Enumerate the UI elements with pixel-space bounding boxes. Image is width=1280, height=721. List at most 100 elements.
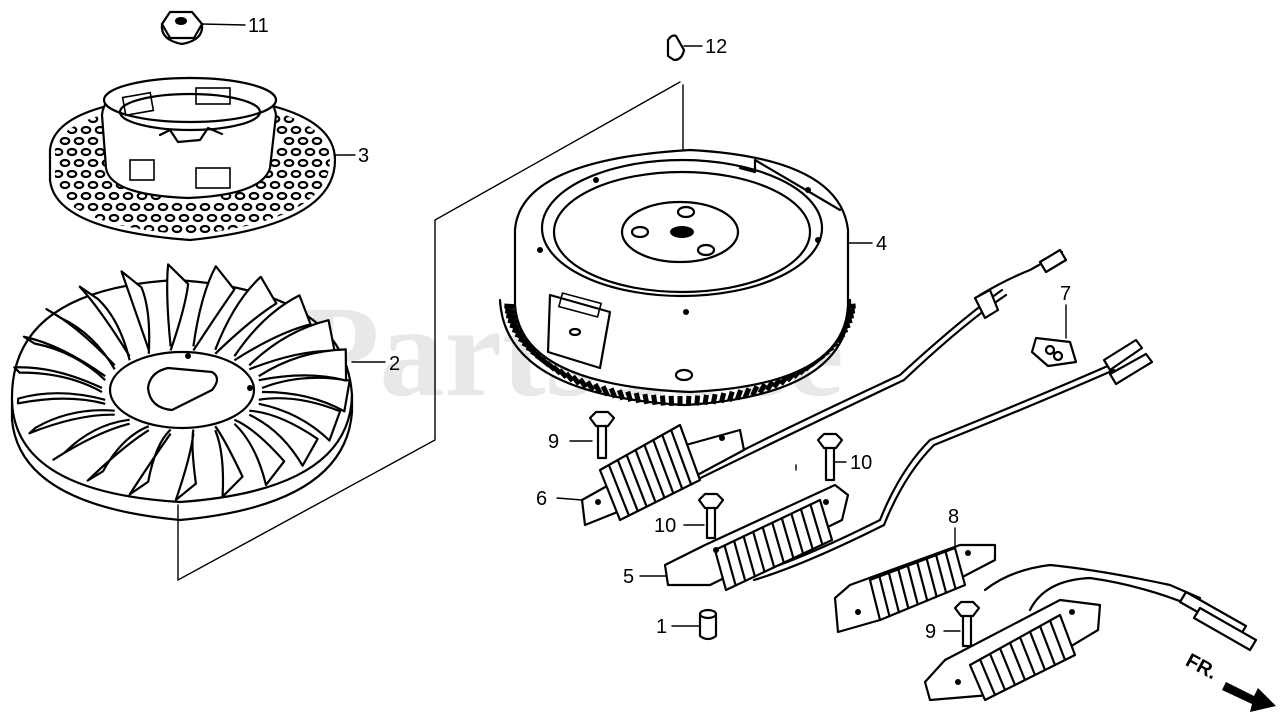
coil-winding xyxy=(1048,619,1067,662)
screen-hole xyxy=(318,147,330,157)
callout-8: 8 xyxy=(948,506,959,528)
gear-tooth xyxy=(600,385,610,397)
starter-pulley-part xyxy=(48,76,337,242)
screen-hole xyxy=(108,191,120,201)
fan-blade xyxy=(248,409,319,467)
screen-hole xyxy=(325,158,330,168)
coil-winding xyxy=(1018,636,1037,677)
screen-hole xyxy=(101,180,113,190)
callout-11: 11 xyxy=(248,15,269,37)
nut-part xyxy=(160,10,204,46)
screen-hole xyxy=(304,125,316,135)
screen-hole xyxy=(55,169,64,179)
coil-winding xyxy=(742,535,757,578)
screen-hole xyxy=(290,125,302,135)
screen-hole xyxy=(108,213,120,223)
coil-winding xyxy=(652,438,675,495)
coil-winding xyxy=(732,539,747,583)
gear-tooth xyxy=(750,385,760,397)
gear-tooth xyxy=(702,394,709,406)
callout-9-upper: 9 xyxy=(548,431,559,453)
screen-hole xyxy=(276,169,288,179)
callout-5: 5 xyxy=(623,566,634,588)
screen-hole xyxy=(290,147,302,157)
screen-hole xyxy=(66,191,78,201)
coil-8-part xyxy=(833,543,997,634)
coil-winding xyxy=(1008,641,1027,682)
fan-blade xyxy=(214,425,244,498)
gear-tooth xyxy=(511,327,523,336)
screen-hole xyxy=(269,180,281,190)
coil-winding xyxy=(988,652,1007,692)
gear-tooth xyxy=(710,393,718,405)
coil-winding xyxy=(809,503,824,546)
gear-tooth xyxy=(564,371,575,383)
coil-winding xyxy=(1038,625,1057,667)
gear-tooth xyxy=(668,395,675,406)
coil-winding xyxy=(761,526,776,569)
screen-hole xyxy=(73,202,85,212)
coil-winding xyxy=(935,554,948,594)
screen-hole xyxy=(206,213,218,223)
coil-winding xyxy=(906,564,919,606)
gear-tooth xyxy=(677,396,683,406)
screen-hole xyxy=(87,180,99,190)
fan-blade xyxy=(233,418,286,487)
callout-10-lower: 10 xyxy=(654,515,676,537)
screen-hole xyxy=(297,180,309,190)
gear-tooth xyxy=(608,387,618,399)
screen-hole xyxy=(59,136,71,146)
callout-7: 7 xyxy=(1060,283,1071,305)
callouts: 11 12 3 4 7 2 9 10 6 10 8 5 1 9 xyxy=(248,15,1071,643)
screen-hole xyxy=(87,136,99,146)
coil-winding xyxy=(799,507,814,551)
fan-blade xyxy=(28,409,115,435)
screen-hole xyxy=(297,158,309,168)
gear-tooth xyxy=(765,380,775,392)
coil-winding xyxy=(998,647,1017,687)
screen-hole xyxy=(59,180,71,190)
coil-winding xyxy=(780,517,795,560)
fan-blade xyxy=(128,428,172,496)
screen-hole xyxy=(73,180,85,190)
bolt-9-upper xyxy=(588,410,616,460)
gear-tooth xyxy=(585,380,595,392)
screen-hole xyxy=(248,191,260,201)
fan-blade xyxy=(120,270,151,354)
screen-hole xyxy=(283,202,295,212)
screen-hole xyxy=(150,213,162,223)
fan-blade xyxy=(258,397,342,442)
callout-2: 2 xyxy=(389,353,400,375)
coil-winding xyxy=(625,453,648,508)
gear-tooth xyxy=(726,390,735,402)
screen-hole xyxy=(80,169,92,179)
bolt-10-upper xyxy=(816,432,844,482)
fan-blade xyxy=(261,376,351,413)
fan-blade xyxy=(13,366,103,393)
gear-tooth xyxy=(504,308,516,315)
screen-hole xyxy=(185,224,197,234)
screen-hole xyxy=(122,213,134,223)
front-arrow-icon xyxy=(1222,682,1276,712)
gear-tooth xyxy=(651,394,658,406)
screen-hole xyxy=(283,180,295,190)
coil-winding xyxy=(670,428,693,486)
screen-hole xyxy=(94,169,106,179)
gear-tooth xyxy=(571,374,582,386)
fan-blade xyxy=(214,275,278,355)
fan-blade xyxy=(22,335,107,381)
fan-blade xyxy=(45,307,116,370)
gear-tooth xyxy=(772,377,782,389)
gear-tooth xyxy=(616,389,626,401)
coil-winding xyxy=(723,544,737,587)
front-label: FR. xyxy=(1182,650,1221,685)
gear-tooth xyxy=(694,395,701,406)
coil-winding xyxy=(916,561,929,602)
fan-blade xyxy=(16,392,106,405)
screen-hole xyxy=(220,213,232,223)
screen-hole xyxy=(192,213,204,223)
coil-winding xyxy=(925,557,938,598)
screen-hole xyxy=(143,202,155,212)
callout-3: 3 xyxy=(358,145,369,167)
screen-hole xyxy=(311,180,323,190)
